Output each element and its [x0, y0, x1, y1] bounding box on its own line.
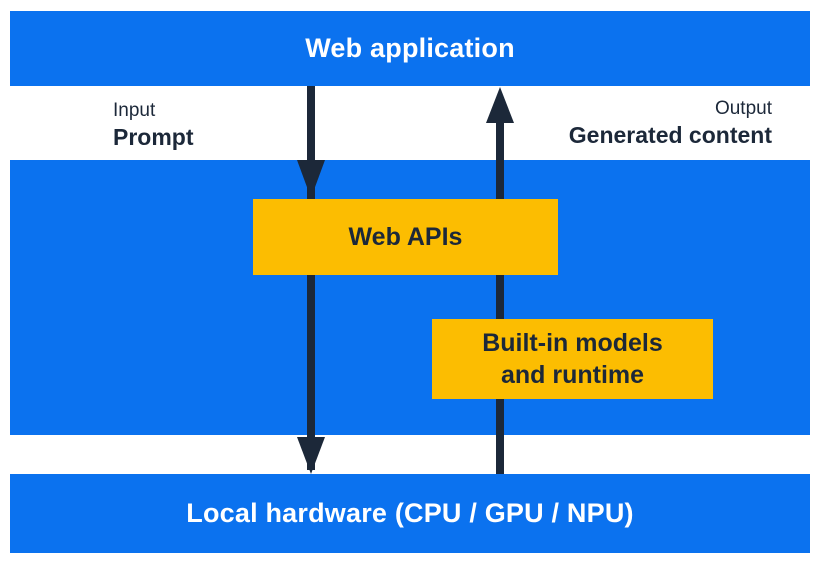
output-label-group: Output Generated content	[569, 97, 772, 149]
built-in-models-label-line1: Built-in models	[482, 329, 663, 357]
built-in-models-label-line2: and runtime	[500, 361, 645, 389]
web-apis-label: Web APIs	[348, 223, 463, 251]
built-in-models-box: Built-in models and runtime	[432, 319, 713, 399]
web-application-bar: Web application	[10, 11, 810, 86]
web-application-label: Web application	[305, 33, 515, 63]
input-label-group: Input Prompt	[113, 99, 194, 151]
output-label: Output	[714, 98, 772, 119]
local-hardware-bar: Local hardware (CPU / GPU / NPU)	[10, 474, 810, 553]
local-hardware-label: Local hardware (CPU / GPU / NPU)	[186, 498, 634, 528]
input-label: Input	[113, 100, 156, 121]
web-apis-box: Web APIs	[253, 199, 558, 275]
prompt-label: Prompt	[113, 124, 194, 150]
generated-content-label: Generated content	[568, 122, 772, 148]
